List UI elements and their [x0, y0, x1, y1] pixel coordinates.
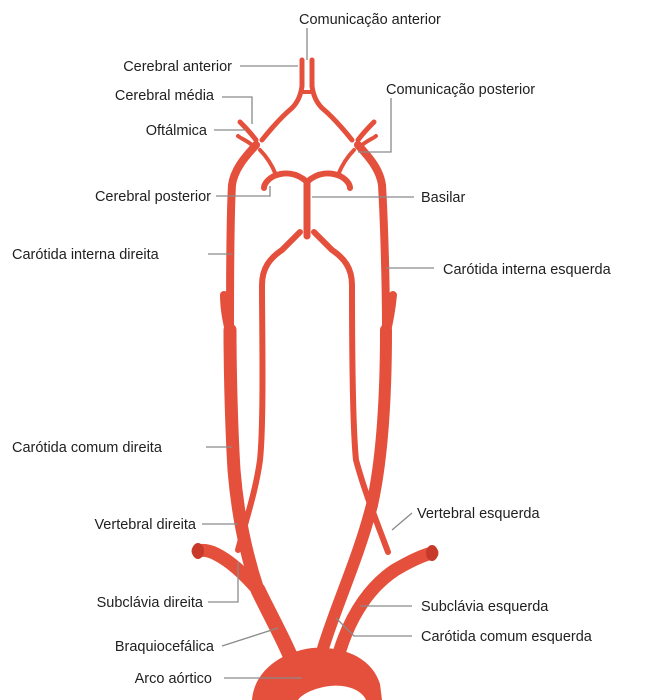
left-ophthalmic-artery [362, 136, 376, 145]
label-subclavia-esquerda: Subclávia esquerda [421, 599, 549, 615]
brachiocephalic-artery [258, 590, 292, 660]
right-posterior-cerebral-artery [264, 174, 307, 188]
leader-vertebral-esquerda [392, 513, 412, 530]
label-braquiocefalica: Braquiocefálica [115, 639, 215, 655]
label-cerebral-anterior: Cerebral anterior [123, 59, 232, 75]
right-subclavian-end [192, 543, 204, 559]
label-vertebral-direita: Vertebral direita [94, 517, 196, 533]
label-arco-aortico: Arco aórtico [135, 671, 212, 687]
labels: Comunicação anterior Cerebral anterior C… [12, 12, 612, 687]
right-ophthalmic-artery [238, 136, 252, 145]
label-comunicacao-anterior: Comunicação anterior [299, 12, 441, 28]
leader-lines [202, 28, 434, 678]
aortic-arch [252, 648, 382, 700]
right-common-carotid-artery [230, 330, 258, 590]
left-posterior-cerebral-artery [307, 174, 350, 188]
right-anterior-cerebral-segment [262, 86, 302, 140]
right-internal-carotid-artery [230, 145, 256, 330]
label-cerebral-media: Cerebral média [115, 88, 215, 104]
arteries [192, 60, 438, 700]
label-carotida-interna-direita: Carótida interna direita [12, 247, 160, 263]
label-cerebral-posterior: Cerebral posterior [95, 189, 211, 205]
label-carotida-comum-direita: Carótida comum direita [12, 440, 163, 456]
leader-cerebral-media [222, 97, 252, 124]
anterior-cerebral-arteries [302, 60, 312, 86]
label-oftalmica: Oftálmica [146, 123, 208, 139]
leader-braquiocefalica [222, 628, 278, 646]
right-vertebral-artery [238, 232, 300, 550]
right-posterior-communicating-artery [260, 150, 276, 175]
left-internal-carotid-artery [358, 145, 386, 330]
left-posterior-communicating-artery [338, 150, 354, 175]
label-subclavia-direita: Subclávia direita [97, 595, 204, 611]
left-subclavian-end [426, 545, 438, 561]
label-basilar: Basilar [421, 190, 465, 206]
label-carotida-comum-esquerda: Carótida comum esquerda [421, 629, 593, 645]
label-carotida-interna-esquerda: Carótida interna esquerda [443, 262, 612, 278]
left-anterior-cerebral-segment [312, 86, 352, 140]
label-vertebral-esquerda: Vertebral esquerda [417, 506, 540, 522]
label-comunicacao-posterior: Comunicação posterior [386, 82, 535, 98]
